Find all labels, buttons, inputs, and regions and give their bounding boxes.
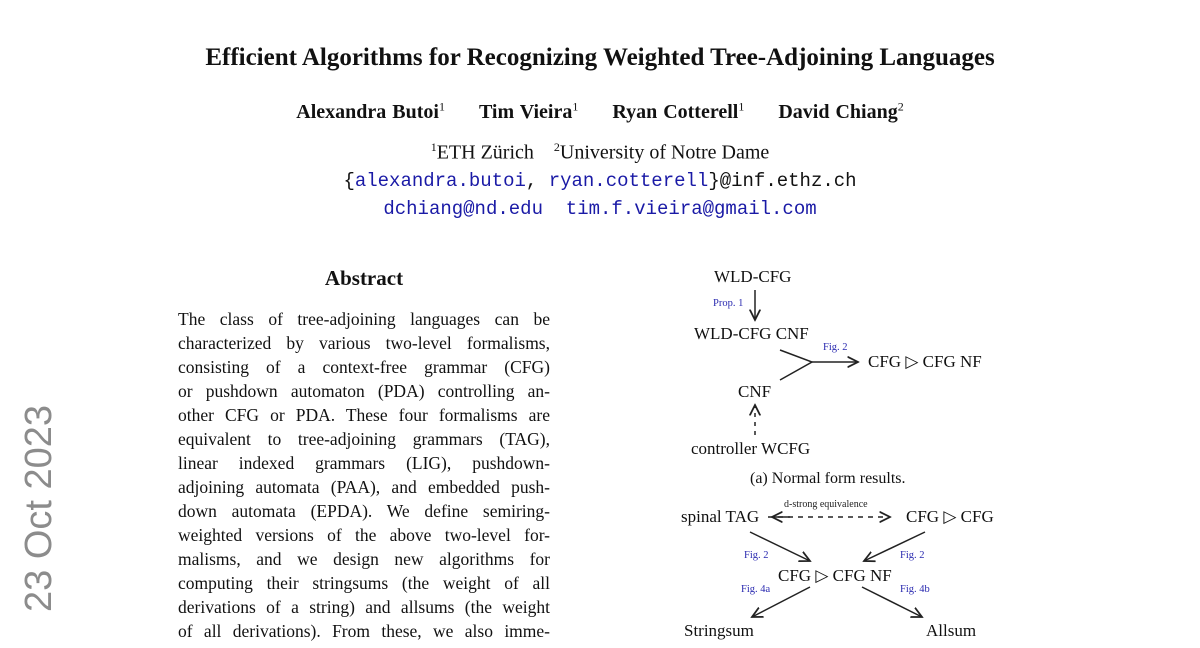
paper-title: Efficient Algorithms for Recognizing Wei… xyxy=(205,44,995,71)
author: Ryan Cotterell1 xyxy=(612,99,745,123)
node-cfg-cfg: CFG ▷ CFG xyxy=(906,507,994,526)
author: David Chiang2 xyxy=(778,99,904,123)
arrow xyxy=(779,349,814,381)
email-line-2: dchiang@nd.edu tim.f.vieira@gmail.com xyxy=(0,198,1200,220)
abstract-line: characterized by various two-level forma… xyxy=(178,333,550,353)
abstract-line: consisting of a context-free grammar (CF… xyxy=(178,357,550,377)
abstract-line: computing their stringsums (the weight o… xyxy=(178,573,550,593)
edge-label: d-strong equivalence xyxy=(784,499,868,510)
abstract-line: or pushdown automaton (PDA) controlling … xyxy=(178,381,550,401)
edge-label: Fig. 2 xyxy=(823,342,848,353)
email-link[interactable]: dchiang@nd.edu xyxy=(383,198,543,220)
edge-label: Fig. 2 xyxy=(900,550,925,561)
arrow xyxy=(752,586,811,617)
email-link[interactable]: tim.f.vieira@gmail.com xyxy=(565,198,817,220)
node-allsum: Allsum xyxy=(926,621,977,640)
email-line-1: {alexandra.butoi, ryan.cotterell}@inf.et… xyxy=(343,170,857,192)
abstract-line: weighted versions of the above two-level… xyxy=(178,525,550,545)
edge-label: Fig. 4b xyxy=(900,584,930,595)
abstract-line: other CFG or PDA. These four formalisms … xyxy=(178,405,550,425)
node-cfg-cfg-nf: CFG ▷ CFG NF xyxy=(778,566,892,585)
abstract-line: of all derivations). From these, we also… xyxy=(178,621,550,641)
edge-label: Fig. 2 xyxy=(744,550,769,561)
edge-label: Prop. 1 xyxy=(713,298,744,309)
abstract-line: adjoining automata (PAA), and embedded p… xyxy=(178,477,550,497)
abstract-line: down automata (EPDA). We define semiring… xyxy=(178,501,550,521)
node-cnf: CNF xyxy=(738,382,772,401)
author: Alexandra Butoi1 xyxy=(296,99,445,123)
abstract-line: derivations of a string) and allsums (th… xyxy=(178,597,550,617)
abstract-heading: Abstract xyxy=(324,266,404,290)
node-cfg-cfg-nf: CFG ▷ CFG NF xyxy=(868,352,982,371)
node-wld-cfg: WLD-CFG xyxy=(714,267,792,286)
node-stringsum: Stringsum xyxy=(684,621,754,640)
email-link[interactable]: alexandra.butoi xyxy=(354,170,526,192)
abstract-line: malisms, and we design new algorithms fo… xyxy=(178,549,550,569)
arrow xyxy=(861,586,922,617)
arrow xyxy=(749,531,810,561)
email-link[interactable]: ryan.cotterell xyxy=(548,170,709,192)
abstract-line: equivalent to tree-adjoining grammars (T… xyxy=(178,429,550,449)
affiliations: 1ETH Zürich 2University of Notre Dame xyxy=(430,140,770,164)
edge-label: Fig. 4a xyxy=(741,584,771,595)
author: Tim Vieira1 xyxy=(478,99,579,123)
author-list: Alexandra Butoi1 Tim Vieira1 Ryan Cotter… xyxy=(0,99,1200,124)
abstract-line: linear indexed grammars (LIG), pushdown- xyxy=(178,453,550,473)
abstract-line: The class of tree-adjoining languages ca… xyxy=(178,309,550,329)
figure-caption: (a) Normal form results. xyxy=(750,470,906,487)
node-spinal-tag: spinal TAG xyxy=(681,507,760,526)
node-wld-cfg-cnf: WLD-CFG CNF xyxy=(694,324,809,343)
arrow xyxy=(864,531,926,561)
node-controller-wcfg: controller WCFG xyxy=(691,439,811,458)
